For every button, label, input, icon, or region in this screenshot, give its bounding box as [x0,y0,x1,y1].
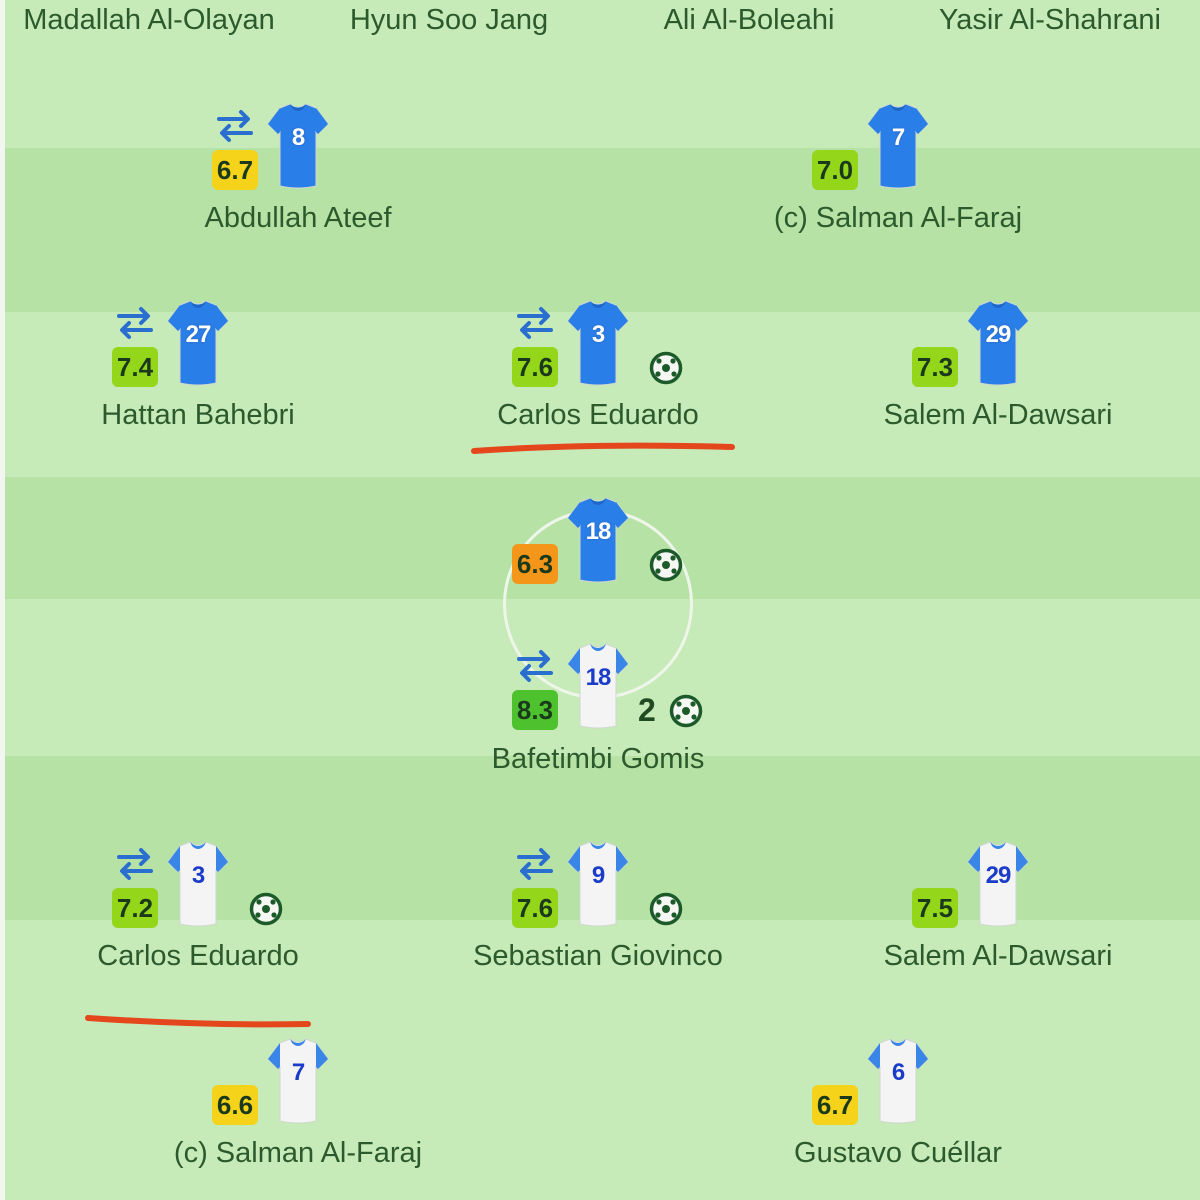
goal-count: 2 [638,692,656,728]
rating-badge: 6.6 [212,1085,258,1125]
player-name[interactable]: Hattan Bahebri [101,399,295,431]
goal-ball-icon [649,351,683,385]
jersey-icon[interactable]: 7 [266,1037,330,1125]
rating-badge: 6.3 [512,544,558,584]
top-player-name[interactable]: Hyun Soo Jang [349,4,549,36]
top-player-name[interactable]: Madallah Al-Olayan [23,4,275,36]
player-name[interactable]: Gustavo Cuéllar [794,1137,1002,1169]
jersey-icon[interactable]: 27 [166,299,230,387]
jersey-icon[interactable]: 18 [566,496,630,584]
goal-ball-icon [249,892,283,926]
jersey-icon[interactable]: 8 [266,102,330,190]
jersey-number: 18 [585,518,612,545]
player-name[interactable]: Salem Al-Dawsari [883,940,1113,972]
jersey-number: 29 [985,321,1012,348]
player-name[interactable]: Bafetimbi Gomis [491,743,705,775]
rating-badge: 7.3 [912,347,958,387]
player-name[interactable]: Carlos Eduardo [97,940,299,972]
jersey-icon[interactable]: 6 [866,1037,930,1125]
rating-badge: 7.5 [912,888,958,928]
jersey-icon[interactable]: 29 [966,840,1030,928]
pitch-stripe [0,0,1200,148]
rating-badge: 8.3 [512,690,558,730]
player-name[interactable]: Salem Al-Dawsari [883,399,1113,431]
player-name[interactable]: (c) Salman Al-Faraj [173,1137,423,1169]
jersey-number: 3 [591,321,605,348]
jersey-icon[interactable]: 7 [866,102,930,190]
pitch-border [0,0,5,1200]
jersey-number: 3 [191,862,205,889]
jersey-icon[interactable]: 3 [166,840,230,928]
jersey-number: 6 [891,1059,905,1086]
rating-badge: 6.7 [212,150,258,190]
pitch-stripe [0,920,1200,1200]
rating-badge: 7.0 [812,150,858,190]
rating-badge: 7.4 [112,347,158,387]
top-player-name[interactable]: Yasir Al-Shahrani [939,4,1161,36]
rating-badge: 7.6 [512,347,558,387]
top-player-names: Madallah Al-Olayan Hyun Soo Jang Ali Al-… [0,0,1200,50]
goal-ball-icon [649,548,683,582]
jersey-number: 8 [291,124,305,151]
goal-ball-icon [669,694,703,728]
substitution-icon [115,305,155,341]
jersey-number: 29 [985,862,1012,889]
pitch-stripe [0,148,1200,312]
jersey-number: 7 [891,124,905,151]
jersey-number: 9 [591,862,605,889]
substitution-icon [115,846,155,882]
jersey-icon[interactable]: 3 [566,299,630,387]
player-name[interactable]: (c) Salman Al-Faraj [773,202,1023,234]
jersey-number: 27 [185,321,212,348]
substitution-icon [515,648,555,684]
player-name[interactable]: Abdullah Ateef [204,202,392,234]
jersey-icon[interactable]: 9 [566,840,630,928]
player-name[interactable]: Carlos Eduardo [497,399,699,431]
jersey-icon[interactable]: 18 [566,642,630,730]
goal-ball-icon [649,892,683,926]
substitution-icon [515,305,555,341]
rating-badge: 7.2 [112,888,158,928]
jersey-number: 18 [585,664,612,691]
jersey-number: 7 [291,1059,305,1086]
rating-badge: 7.6 [512,888,558,928]
substitution-icon [515,846,555,882]
top-player-name[interactable]: Ali Al-Boleahi [663,4,835,36]
substitution-icon [215,108,255,144]
annotation-underline [85,1015,311,1028]
rating-badge: 6.7 [812,1085,858,1125]
player-name[interactable]: Sebastian Giovinco [473,940,723,972]
jersey-icon[interactable]: 29 [966,299,1030,387]
annotation-underline [471,442,735,454]
